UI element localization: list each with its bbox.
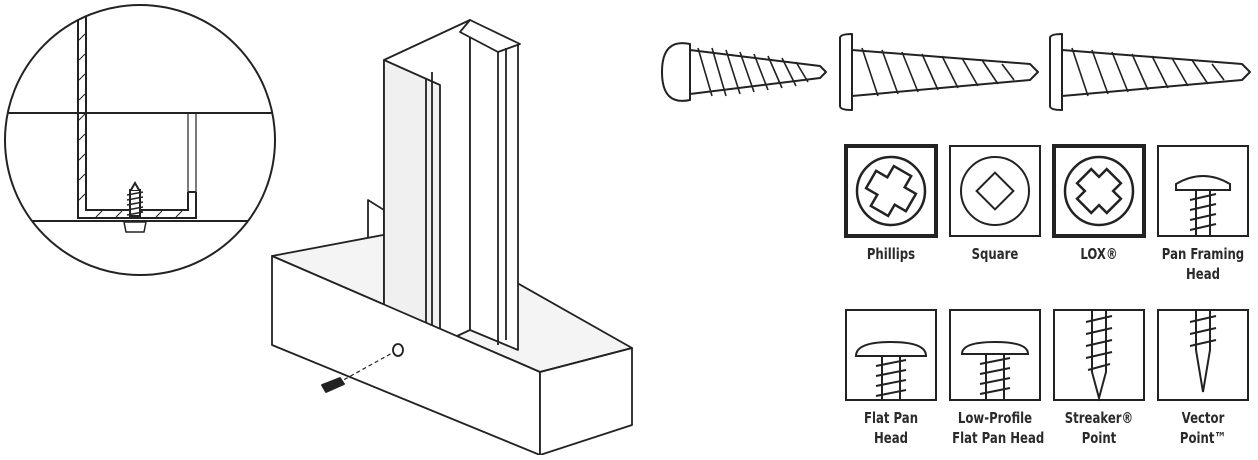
screw-lineup — [661, 33, 1251, 111]
phillips-label: Phillips — [866, 245, 916, 263]
vector-point-icon — [1157, 309, 1249, 401]
pan-framing-head-icon — [1157, 145, 1249, 237]
square-label: Square — [971, 245, 1019, 263]
stud-and-track-illustration — [271, 19, 633, 456]
pan-head-screw-1 — [661, 42, 827, 102]
streaker-point-label: Streaker®Point — [1064, 409, 1134, 447]
square-drive-icon — [949, 145, 1041, 237]
low-profile-flat-pan-head-icon — [949, 309, 1041, 401]
phillips-drive-icon — [844, 144, 938, 238]
lox-label: LOX® — [1080, 245, 1118, 263]
flat-pan-head-icon — [845, 309, 937, 401]
lox-drive-icon — [1052, 144, 1146, 238]
pan-head-screw-2 — [839, 33, 1039, 111]
streaker-point-icon — [1053, 309, 1145, 402]
pan-head-screw-3 — [1049, 33, 1251, 111]
detail-magnifier-circle — [4, 4, 276, 276]
